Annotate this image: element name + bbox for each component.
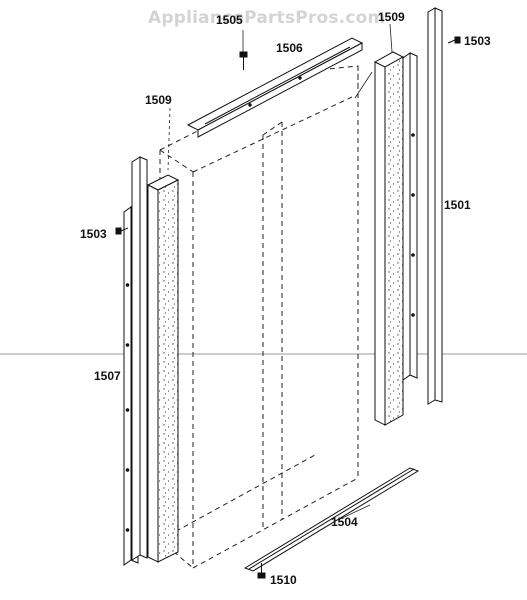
watermark-text: AppliancePartsPros.com: [148, 8, 386, 28]
part-1504-bottom-rail: [243, 467, 420, 572]
label-1510: 1510: [270, 573, 297, 587]
label-1505: 1505: [216, 13, 243, 27]
part-1509-left-foam: [146, 174, 180, 563]
screw-1510-icon: [257, 563, 266, 579]
screw-1503-right-icon: [447, 36, 461, 44]
part-1501-right-strip: [427, 7, 443, 405]
label-1507: 1507: [94, 369, 121, 383]
label-1504: 1504: [331, 515, 358, 529]
screw-1505-icon: [239, 51, 248, 70]
label-1501: 1501: [444, 198, 471, 212]
part-right-middle-strip: [402, 52, 418, 381]
label-1503-right: 1503: [464, 34, 491, 48]
cabinet-outline: [159, 65, 359, 569]
part-left-tall-strip: [131, 156, 148, 561]
label-1503-left: 1503: [80, 227, 107, 241]
label-1509-left: 1509: [145, 93, 172, 107]
label-1506: 1506: [276, 41, 303, 55]
screw-1503-left-icon: [115, 227, 129, 235]
part-1509-right-foam: [373, 51, 405, 426]
label-1509-right: 1509: [378, 10, 405, 24]
part-1506-top-rail: [186, 37, 364, 138]
leader-lines: [167, 23, 393, 521]
